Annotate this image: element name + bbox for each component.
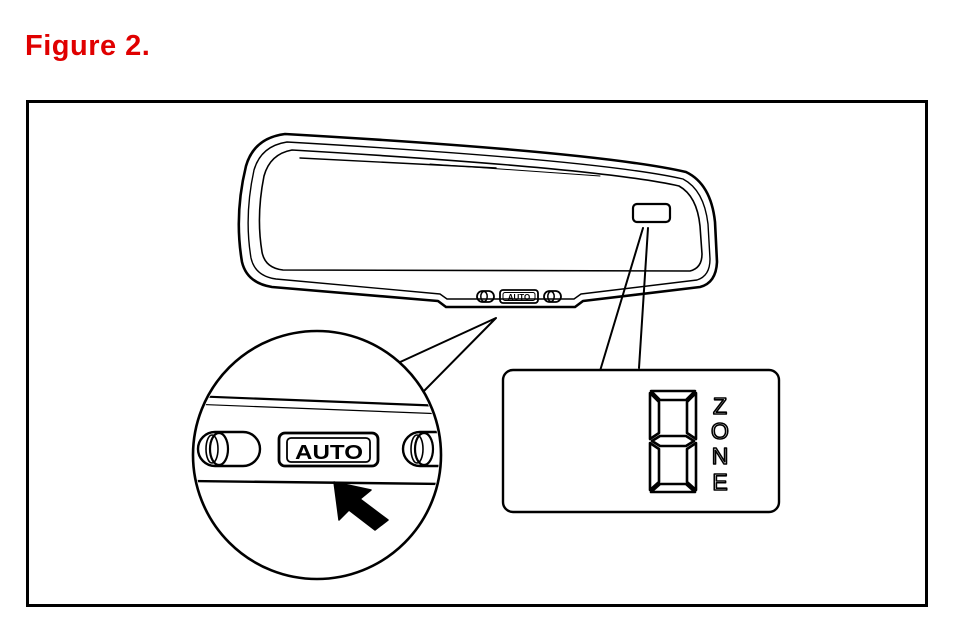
zone-label: Z O N E <box>710 392 729 496</box>
zone-letter-n: N <box>712 443 729 469</box>
seven-segment-digit: 8 <box>648 389 698 494</box>
zoom-right-button <box>401 430 439 468</box>
zone-letter-z: Z <box>713 393 727 419</box>
zone-display-panel: 8 Z O N E <box>501 368 781 514</box>
display-callout-pointer <box>599 227 649 372</box>
diagram-frame <box>26 100 928 607</box>
zone-letter-o: O <box>711 418 729 444</box>
rearview-mirror: AUTO <box>237 132 719 309</box>
mirror-right-button <box>543 290 562 303</box>
zoom-auto-label: AUTO <box>295 442 363 464</box>
zoom-auto-button[interactable]: AUTO <box>277 431 380 468</box>
zoom-left-button <box>196 430 262 468</box>
zoom-callout-pointer <box>397 317 497 393</box>
figure-title: Figure 2. <box>25 30 151 62</box>
zoom-detail-circle: AUTO <box>191 329 443 581</box>
mirror-auto-label: AUTO <box>508 293 531 302</box>
mirror-zone-window <box>631 202 672 224</box>
zone-letter-e: E <box>712 469 727 495</box>
mirror-left-button <box>476 290 495 303</box>
press-arrow-icon <box>333 481 389 531</box>
mirror-auto-button: AUTO <box>499 289 539 304</box>
